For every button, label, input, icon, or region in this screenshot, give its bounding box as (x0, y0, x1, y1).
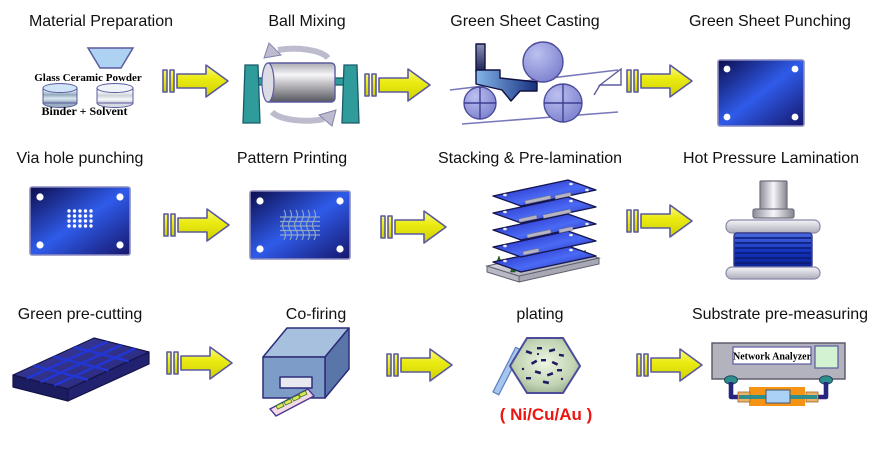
step-title-green-sheet-punching: Green Sheet Punching (689, 13, 851, 30)
substrate-pre-measuring-illustration: Network Analyzer (711, 342, 846, 406)
powder-label: Glass Ceramic Powder (34, 72, 142, 84)
press-plate-icon (725, 219, 821, 234)
tape-line (461, 111, 619, 125)
hot-pressure-lamination-illustration (725, 180, 821, 280)
stacking-pre-lamination-illustration (485, 179, 601, 283)
step-title-green-sheet-casting: Green Sheet Casting (450, 13, 600, 30)
solvent-cylinder-icon (96, 83, 134, 108)
via-hole-punching-illustration (29, 186, 131, 256)
via-grid (67, 209, 93, 228)
registration-holes (256, 197, 344, 253)
plating-illustration (492, 337, 582, 396)
analyzer-label: Network Analyzer (733, 352, 812, 363)
flow-arrow-5 (380, 210, 447, 244)
flow-arrow-9 (636, 348, 703, 382)
registration-holes (36, 193, 124, 249)
flow-arrow-1 (162, 64, 229, 98)
guide-flag-icon (593, 67, 622, 96)
rotation-arrow-icon (263, 42, 337, 127)
flow-arrow-7 (166, 346, 233, 380)
step-title-green-pre-cutting: Green pre-cutting (17, 306, 143, 323)
mill-stand-icon (242, 64, 360, 124)
flow-arrow-2 (364, 68, 431, 102)
laminate-drum-icon (733, 232, 813, 269)
ball-mill-icon (261, 62, 336, 103)
step-title-substrate-pre-measuring: Substrate pre-measuring (691, 306, 869, 323)
plating-caption: ( Ni/Cu/Au ) (499, 405, 593, 424)
flow-arrow-3 (626, 64, 693, 98)
binder-label: Binder + Solvent (41, 104, 128, 118)
pattern-printing-illustration (249, 190, 351, 260)
punched-holes (723, 65, 799, 121)
test-fixture-icon (737, 387, 819, 406)
flow-arrow-4 (163, 208, 230, 242)
powder-cylinder-icon (42, 83, 78, 108)
co-firing-illustration (262, 327, 350, 417)
step-title-plating: plating (516, 306, 564, 323)
furnace-icon (262, 327, 350, 399)
step-title-ball-mixing: Ball Mixing (268, 13, 346, 30)
sheet-traces (518, 192, 574, 256)
flow-arrow-8 (386, 348, 453, 382)
step-title-hot-pressure-lamination: Hot Pressure Lamination (682, 150, 860, 167)
cut-slab-icon (12, 337, 150, 402)
step-title-pattern-printing: Pattern Printing (236, 150, 348, 167)
step-title-material-preparation: Material Preparation (28, 13, 174, 30)
print-pattern (280, 209, 320, 241)
press-plate-icon (725, 266, 821, 280)
flow-arrow-6 (626, 204, 693, 238)
plating-substrate-icon (508, 337, 582, 394)
analyzer-label-box (732, 346, 812, 365)
cable-icon (728, 382, 829, 400)
step-title-stacking-pre-lamination: Stacking & Pre-lamination (437, 150, 623, 167)
green-sheet-casting-illustration (449, 41, 622, 125)
green-pre-cutting-illustration (12, 337, 150, 402)
press-piston-icon (752, 180, 795, 219)
funnel-icon (86, 47, 135, 69)
cut-grid-lines (26, 340, 136, 387)
sheet-stack-icon (492, 179, 597, 273)
sheet-holes (503, 182, 589, 263)
green-sheet-icon (717, 59, 805, 127)
material-preparation-illustration (42, 47, 135, 108)
ball-mixing-illustration (242, 42, 360, 127)
analyzer-screen-icon (814, 345, 839, 369)
green-sheet-punching-illustration (717, 59, 805, 127)
doctor-blade-icon (475, 43, 538, 102)
step-title-co-firing: Co-firing (285, 306, 347, 323)
firing-tray-icon (268, 388, 316, 417)
plated-pads (521, 347, 565, 385)
casting-roller-icon (463, 41, 583, 123)
step-title-via-hole-punching: Via hole punching (16, 150, 144, 167)
